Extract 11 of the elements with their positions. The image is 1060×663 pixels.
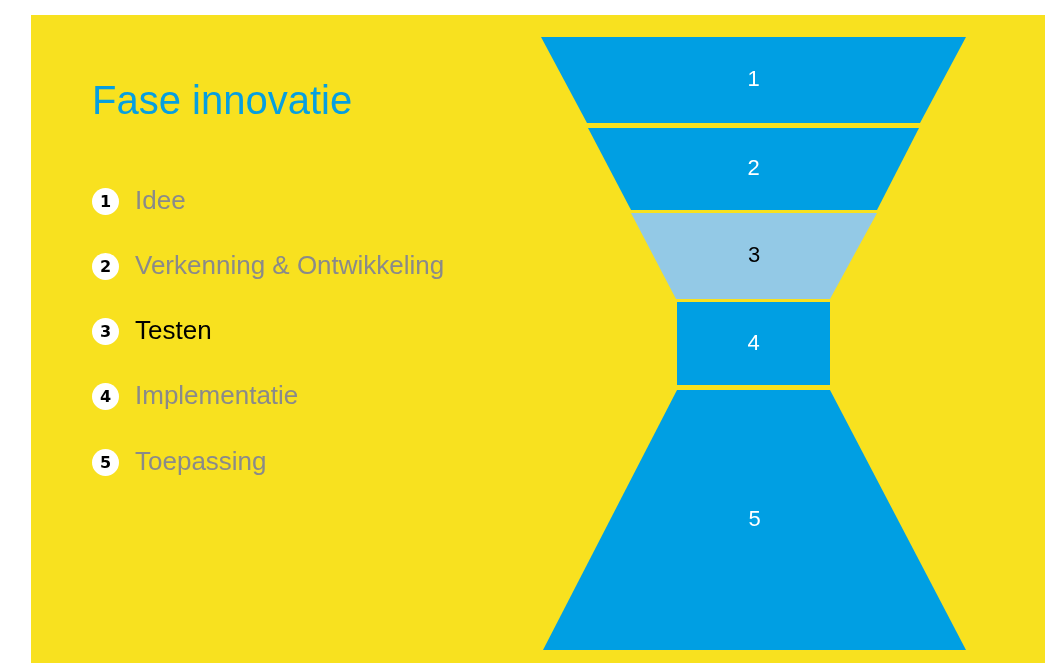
phase-label: Implementatie (135, 380, 299, 411)
phase-label: Toepassing (135, 446, 267, 477)
segment-number: 5 (748, 506, 761, 532)
phase-label: Idee (135, 185, 186, 216)
segment-number: 2 (747, 155, 760, 181)
phase-label: Testen (135, 315, 212, 346)
segment-number: 4 (747, 329, 760, 356)
segment-number: 1 (747, 66, 760, 92)
title: Fase innovatie (92, 78, 353, 123)
segment-number: 3 (747, 242, 761, 268)
phase-label: Verkenning & Ontwikkeling (135, 250, 445, 281)
